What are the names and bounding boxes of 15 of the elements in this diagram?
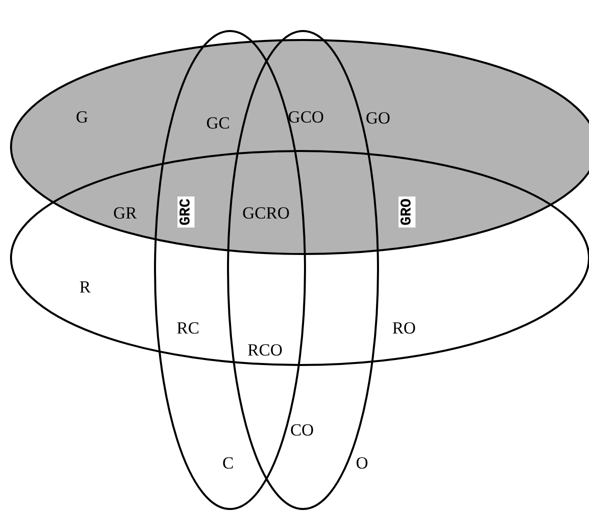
region-label: O — [356, 454, 368, 472]
region-label: GC — [206, 114, 230, 132]
region-label: CO — [290, 422, 314, 438]
region-label: RC — [176, 320, 200, 336]
region-label: GRC — [178, 196, 194, 228]
region-label: GCRO — [242, 204, 290, 222]
region-label: C — [222, 454, 234, 472]
region-label: GCO — [288, 108, 324, 126]
region-label: GO — [366, 110, 390, 126]
region-label: G — [76, 108, 88, 126]
region-label: GRO — [398, 196, 416, 228]
region-label: R — [79, 278, 91, 296]
region-label: RCO — [248, 342, 282, 358]
region-label: RO — [392, 320, 416, 336]
region-label: GR — [113, 204, 137, 222]
